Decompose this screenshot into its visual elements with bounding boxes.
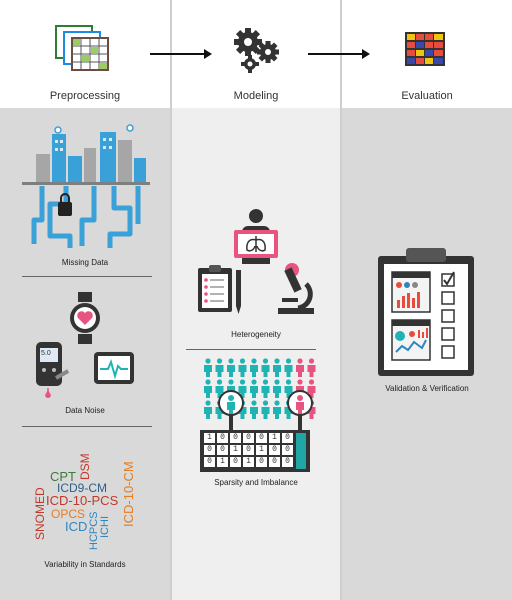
stage-title-preprocessing: Preprocessing [49, 90, 121, 102]
binary-cell: 0 [204, 457, 215, 467]
binary-cell: 0 [230, 457, 241, 467]
person-icon [250, 358, 258, 377]
standard-opcs: OPCS [51, 507, 86, 521]
binary-cell: 1 [230, 445, 241, 455]
person-icon [204, 379, 212, 398]
heart-monitor-icon [94, 352, 134, 384]
preprocessing-column: Preprocessing [0, 0, 170, 600]
column-divider [340, 0, 342, 600]
person-icon [261, 379, 270, 398]
sparsity-label: Sparsity and Imbalance [214, 478, 298, 487]
person-icon [296, 358, 304, 377]
validation-label: Validation & Verification [385, 384, 469, 393]
binary-cell: 0 [269, 445, 280, 455]
magnifier-pink-icon [287, 390, 313, 437]
person-icon [250, 400, 258, 419]
standard-snomed: SNOMED [33, 487, 47, 540]
binary-cell: 0 [217, 445, 228, 455]
binary-cell: 0 [282, 445, 293, 455]
binary-cell: 1 [269, 433, 280, 443]
preprocessing-body [0, 108, 170, 600]
binary-cell: 0 [243, 445, 254, 455]
person-icon [273, 379, 281, 398]
binary-cell: 1 [243, 457, 254, 467]
divider [22, 426, 152, 427]
binary-cell: 0 [204, 445, 215, 455]
arrow-right-icon [308, 49, 370, 59]
variability-label: Variability in Standards [44, 560, 126, 569]
person-icon [227, 358, 235, 377]
standard-icd-10-pcs: ICD-10-PCS [46, 493, 119, 508]
divider [186, 349, 316, 350]
data-noise-label: Data Noise [65, 406, 105, 415]
binary-cell: 0 [243, 433, 254, 443]
person-icon [261, 358, 270, 377]
standard-icd9-cm: ICD9-CM [57, 481, 107, 495]
person-icon [250, 379, 258, 398]
stage-title-evaluation: Evaluation [401, 90, 453, 102]
standard-ichi: ICHI [99, 516, 111, 538]
person-icon [204, 400, 212, 419]
person-icon [204, 358, 212, 377]
smartwatch-heart-icon [70, 292, 100, 344]
heterogeneity-label: Heterogeneity [231, 330, 281, 339]
binary-cell: 1 [217, 457, 228, 467]
column-divider [170, 0, 172, 600]
standard-icd-10-cm: ICD-10-CM [121, 461, 136, 527]
person-icon [238, 358, 247, 377]
divider [22, 276, 152, 277]
binary-cell: 0 [269, 457, 280, 467]
binary-cell: 0 [282, 457, 293, 467]
standard-dsm: DSM [78, 453, 92, 480]
glucose-meter-icon [36, 342, 70, 398]
magnifier-teal-icon [218, 390, 244, 437]
glucose-reading: 5.0 [41, 350, 51, 357]
missing-data-label: Missing Data [61, 258, 109, 267]
person-icon [273, 358, 281, 377]
binary-cell: 0 [230, 433, 241, 443]
modeling-body [172, 108, 340, 600]
binary-cell: 0 [282, 433, 293, 443]
clipboard-checklist-icon [378, 248, 474, 376]
person-icon [273, 400, 281, 419]
clipboard-pen-icon [198, 265, 241, 314]
person-icon [215, 358, 224, 377]
color-grid-icon [405, 32, 445, 66]
spreadsheet-stack-icon [55, 25, 109, 71]
city-pipes-illustration [22, 124, 150, 248]
gears-icon [234, 28, 279, 73]
matrix-highlight [296, 433, 306, 469]
standard-icd: ICD [65, 519, 88, 534]
stage-title-modeling: Modeling [233, 90, 279, 102]
binary-cell: 0 [217, 433, 228, 443]
arrow-right-icon [150, 49, 212, 59]
binary-cell: 0 [256, 433, 267, 443]
standard-cpt: CPT [50, 469, 76, 484]
binary-cell: 0 [256, 457, 267, 467]
person-icon [307, 358, 316, 377]
person-icon [261, 400, 270, 419]
binary-cell: 1 [204, 433, 215, 443]
binary-cell: 1 [256, 445, 267, 455]
microscope-icon [278, 263, 314, 314]
doctor-xray-icon [234, 209, 278, 264]
person-icon [284, 358, 293, 377]
